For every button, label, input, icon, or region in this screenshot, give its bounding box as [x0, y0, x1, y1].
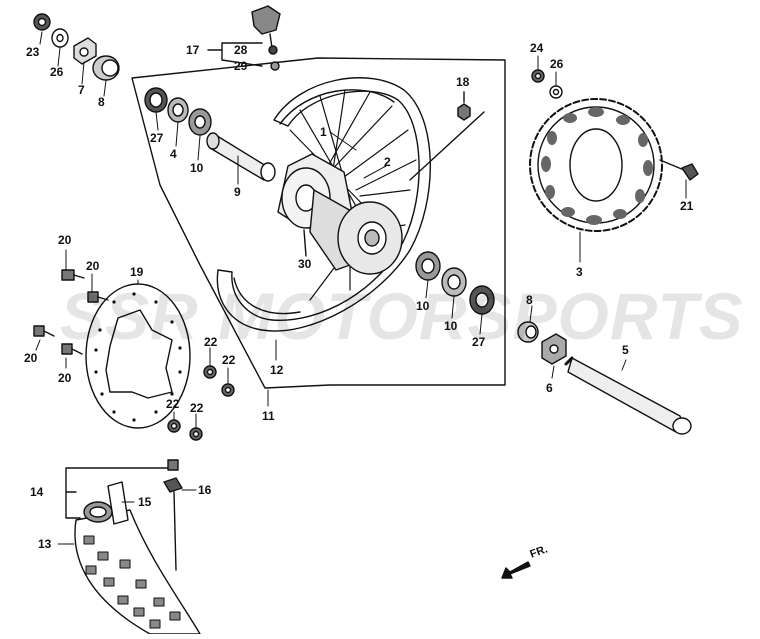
- callout-28: 28: [234, 43, 248, 57]
- callout-4: 4: [170, 147, 177, 161]
- part-3-sprocket: [529, 98, 663, 232]
- callout-12: 12: [270, 363, 284, 377]
- leader-17: [207, 42, 263, 51]
- callout-22-d: 22: [190, 401, 204, 415]
- part-22-nuts: [167, 365, 235, 441]
- leader-18: [409, 111, 485, 181]
- callout-10-b: 10: [416, 299, 430, 313]
- callout-7: 7: [78, 83, 85, 97]
- callout-5: 5: [622, 343, 629, 357]
- callout-15: 15: [138, 495, 152, 509]
- callout-22-a: 22: [204, 335, 218, 349]
- part-19-brake-disc: [85, 283, 191, 429]
- callout-30: 30: [298, 257, 312, 271]
- part-valve-cap-top: [251, 5, 281, 71]
- part-9-distance-collar: [206, 132, 276, 182]
- part-12-rim: [216, 77, 431, 332]
- part-21-bolt: [659, 159, 699, 181]
- callout-10: 10: [190, 161, 204, 175]
- callout-20-b: 20: [86, 259, 100, 273]
- callout-8: 8: [98, 95, 105, 109]
- part-6-adjuster: [541, 333, 567, 365]
- part-10-bearing-right-b: [441, 267, 467, 297]
- callout-8-right: 8: [526, 293, 533, 307]
- part-18-nut: [457, 91, 471, 121]
- callout-26-right: 26: [550, 57, 564, 71]
- callout-27: 27: [150, 131, 164, 145]
- callout-24: 24: [530, 41, 544, 55]
- part-23-nut: [33, 13, 51, 31]
- callout-18: 18: [456, 75, 470, 89]
- part-27-seal-right: [469, 285, 495, 315]
- callout-2: 2: [384, 155, 391, 169]
- part-26-washer-right: [549, 85, 563, 99]
- leader-lines: [35, 31, 687, 545]
- callout-14: 14: [30, 485, 44, 499]
- leader-14: [65, 467, 169, 493]
- callout-11: 11: [262, 409, 275, 423]
- callout-9: 9: [234, 185, 241, 199]
- callout-3: 3: [576, 265, 583, 279]
- callout-10-c: 10: [444, 319, 458, 333]
- callout-26: 26: [50, 65, 64, 79]
- callout-20-c: 20: [24, 351, 38, 365]
- part-hub: [277, 153, 403, 275]
- part-27-seal: [144, 87, 168, 113]
- callout-1: 1: [320, 125, 327, 139]
- part-13-tire: [74, 509, 201, 635]
- callout-17: 17: [186, 43, 200, 57]
- part-26-washer: [51, 28, 69, 48]
- part-4-bearing: [167, 97, 189, 123]
- callout-20-d: 20: [58, 371, 72, 385]
- callout-22-b: 22: [222, 353, 236, 367]
- part-20-bolts: [33, 269, 109, 355]
- part-10-bearing-right-a: [415, 251, 441, 281]
- part-8-spacer: [92, 55, 120, 81]
- callout-19: 19: [130, 265, 144, 279]
- direction-arrow-icon: [501, 561, 531, 579]
- part-7-collar: [73, 37, 97, 65]
- part-5-axle: [564, 356, 692, 435]
- part-24-nut: [531, 69, 545, 83]
- part-15-rim-band: [83, 481, 129, 525]
- assembly-outline: [131, 57, 506, 389]
- callout-6: 6: [546, 381, 553, 395]
- part-16-valve: [163, 459, 183, 571]
- callout-13: 13: [38, 537, 52, 551]
- part-8-spacer-right: [517, 321, 539, 343]
- callout-21: 21: [680, 199, 694, 213]
- callout-20-a: 20: [58, 233, 72, 247]
- callout-22-c: 22: [166, 397, 180, 411]
- callout-29: 29: [234, 59, 248, 73]
- callout-27-right: 27: [472, 335, 486, 349]
- part-10-bearing-left: [188, 108, 212, 136]
- callout-23: 23: [26, 45, 40, 59]
- callout-16: 16: [198, 483, 212, 497]
